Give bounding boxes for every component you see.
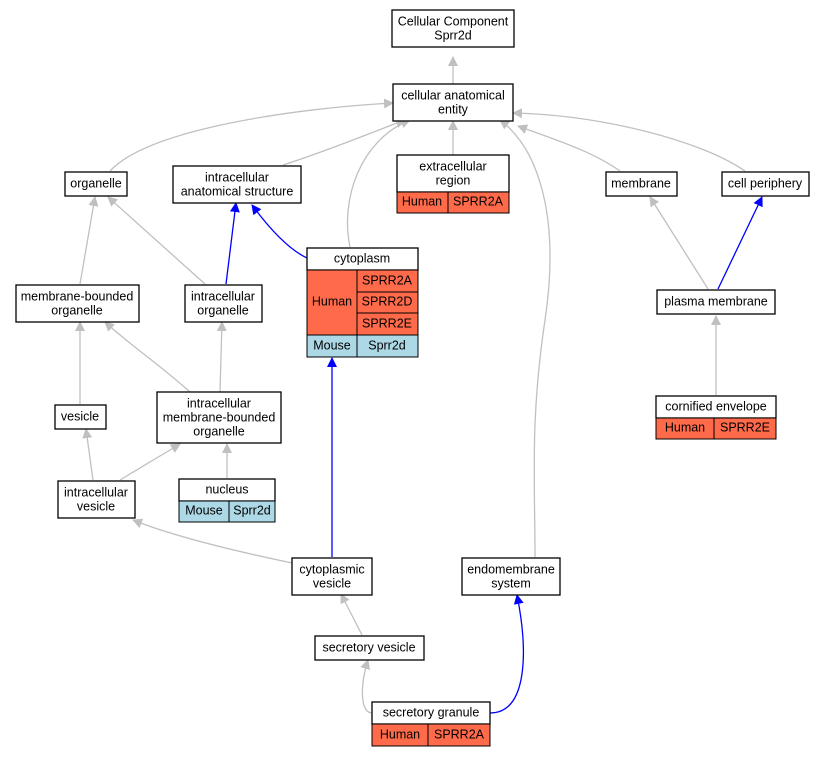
edge-plasma-membrane-to-membrane <box>649 196 709 290</box>
node-label: Cellular Component <box>398 14 509 28</box>
node-label: membrane <box>611 176 671 190</box>
node-label: secretory granule <box>383 705 480 719</box>
node-nucleus[interactable]: nucleus Mouse Sprr2d <box>178 478 276 523</box>
edges <box>75 56 763 714</box>
node-cell-periphery[interactable]: cell periphery <box>721 171 810 197</box>
species-label: Human <box>312 294 352 308</box>
node-label: organelle <box>197 303 248 317</box>
node-label: organelle <box>51 303 102 317</box>
edge-membrane-to-cae <box>517 124 621 172</box>
node-label: Sprr2d <box>434 28 472 42</box>
node-label: membrane-bounded <box>21 289 134 303</box>
node-label: membrane-bounded <box>163 410 276 424</box>
edge-organelle-to-cae <box>109 98 394 172</box>
node-label: vesicle <box>313 576 351 590</box>
species-label: Human <box>380 727 420 741</box>
gene-cell <box>447 191 510 214</box>
edge-ias-to-cae <box>282 118 406 166</box>
edge-iv-to-imbo <box>119 443 181 481</box>
node-label: intracellular <box>187 396 251 410</box>
species-label: Mouse <box>313 338 351 352</box>
edge-iv-to-vesicle <box>82 428 94 481</box>
node-label: endomembrane <box>467 562 555 576</box>
gene-cell <box>713 417 777 440</box>
node-endomembrane-system[interactable]: endomembrane system <box>461 557 561 596</box>
node-label: entity <box>438 102 469 116</box>
node-label: vesicle <box>61 409 99 423</box>
node-plasma-membrane[interactable]: plasma membrane <box>656 289 776 315</box>
node-extracellular-region[interactable]: extracellular region Human SPRR2A <box>396 154 510 214</box>
gene-label: SPRR2A <box>434 727 485 741</box>
edge-cell-periphery-to-cae <box>512 108 746 172</box>
node-label: anatomical structure <box>181 184 294 198</box>
node-cytoplasmic-vesicle[interactable]: cytoplasmic vesicle <box>291 557 373 596</box>
nodes: Cellular Component Sprr2d cellular anato… <box>15 9 810 747</box>
node-membrane-bounded-organelle[interactable]: membrane-bounded organelle <box>15 284 140 323</box>
edge-io-to-organelle <box>107 196 206 285</box>
edge-cytoplasm-to-cae <box>346 118 411 248</box>
node-label: plasma membrane <box>664 294 768 308</box>
node-label: organelle <box>70 176 121 190</box>
node-label: system <box>491 576 531 590</box>
edge-io-to-ias <box>225 202 240 285</box>
node-label: intracellular <box>191 289 255 303</box>
edge-mbo-to-organelle <box>79 196 99 285</box>
gene-cell <box>356 334 419 358</box>
node-cellular-anatomical-entity[interactable]: cellular anatomical entity <box>392 83 514 122</box>
gene-label: Sprr2d <box>368 338 406 352</box>
node-intracellular-membrane-bounded-organelle[interactable]: intracellular membrane-bounded organelle <box>156 391 282 444</box>
node-label: organelle <box>193 424 244 438</box>
node-label: cell periphery <box>728 176 803 190</box>
node-label: cytoplasm <box>334 251 390 265</box>
node-label: cellular anatomical <box>401 88 505 102</box>
node-cellular-component[interactable]: Cellular Component Sprr2d <box>391 9 515 48</box>
gene-label: SPRR2E <box>362 316 412 330</box>
edge-cyto-vesicle-to-iv <box>132 518 293 564</box>
gene-cell <box>427 723 491 747</box>
edge-plasma-membrane-to-cell-periphery <box>717 196 763 290</box>
node-intracellular-vesicle[interactable]: intracellular vesicle <box>57 480 136 519</box>
edge-endomembrane-to-cae <box>499 119 551 558</box>
node-secretory-granule[interactable]: secretory granule Human SPRR2A <box>371 701 491 747</box>
edge-secretory-granule-to-endomembrane <box>489 594 524 714</box>
node-label: nucleus <box>205 482 248 496</box>
node-organelle[interactable]: organelle <box>64 171 128 197</box>
node-intracellular-anatomical-structure[interactable]: intracellular anatomical structure <box>172 165 302 204</box>
edge-cytoplasm-to-ias <box>251 204 308 259</box>
node-membrane[interactable]: membrane <box>605 171 678 197</box>
edge-imbo-to-mbo <box>104 321 191 393</box>
node-label: intracellular <box>64 485 128 499</box>
species-label: Human <box>665 420 705 434</box>
node-cytoplasm[interactable]: cytoplasm Human SPRR2A SPRR2D SPRR2E Mou… <box>306 247 419 358</box>
node-label: intracellular <box>205 170 269 184</box>
node-label: cornified envelope <box>665 399 767 413</box>
gene-label: Sprr2d <box>233 503 271 517</box>
gene-label: SPRR2A <box>362 273 413 287</box>
gene-cell <box>228 500 276 523</box>
node-cornified-envelope[interactable]: cornified envelope Human SPRR2E <box>655 395 777 440</box>
edge-imbo-to-io <box>216 321 227 393</box>
gene-label: SPRR2A <box>453 194 504 208</box>
gene-label: SPRR2D <box>362 294 413 308</box>
node-label: extracellular <box>419 159 486 173</box>
species-label: Mouse <box>185 503 223 517</box>
node-label: secretory vesicle <box>322 640 415 654</box>
node-label: vesicle <box>77 499 115 513</box>
node-label: region <box>436 173 471 187</box>
node-label: cytoplasmic <box>299 562 364 576</box>
species-label: Human <box>402 194 442 208</box>
gene-label: SPRR2E <box>720 420 770 434</box>
node-vesicle[interactable]: vesicle <box>54 404 107 430</box>
node-intracellular-organelle[interactable]: intracellular organelle <box>184 284 263 323</box>
edge-secretory-granule-to-secretory-vesicle <box>360 659 373 714</box>
node-secretory-vesicle[interactable]: secretory vesicle <box>314 635 425 661</box>
edge-secretory-vesicle-to-cyto-vesicle <box>340 593 363 636</box>
